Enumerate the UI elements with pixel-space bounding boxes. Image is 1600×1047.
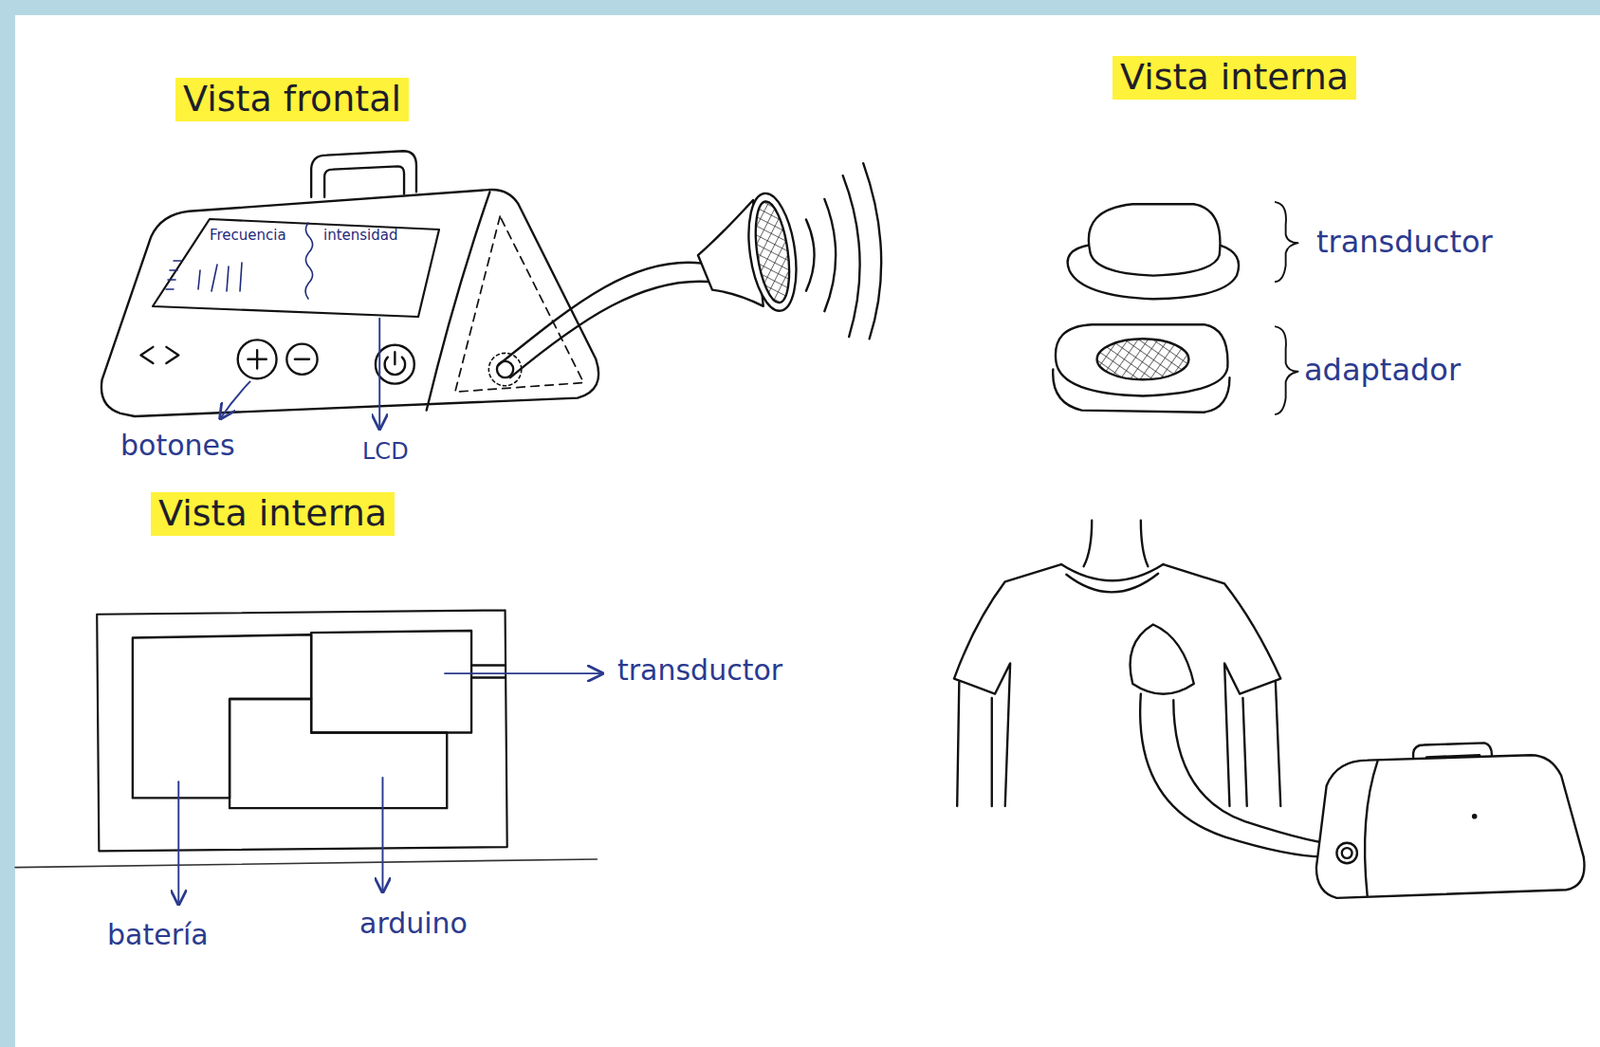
part-label: LCD [362,438,409,466]
part-label: arduino [359,906,468,941]
screen-text: intensidad [323,226,399,244]
leader-line [378,318,381,429]
internal-layout [15,609,597,867]
leader-line [220,381,250,419]
part-label: transductor [617,653,783,688]
part-label: adaptador [1304,351,1461,388]
part-label: transductor [1316,223,1493,260]
view-heading: Vista frontal [175,77,409,122]
view-heading: Vista interna [1112,55,1357,100]
lcd-screen: Frecuencia intensidad [152,219,440,317]
leader-line [444,672,603,675]
screen-text: Frecuencia [209,226,287,244]
patient-illustration [954,520,1585,899]
transducer-parts [1052,202,1298,415]
leader-line [177,781,180,904]
part-label: botones [120,428,236,463]
leader-line [381,777,384,893]
part-label: batería [107,918,209,953]
device-front [101,150,882,417]
view-heading: Vista interna [150,492,395,536]
